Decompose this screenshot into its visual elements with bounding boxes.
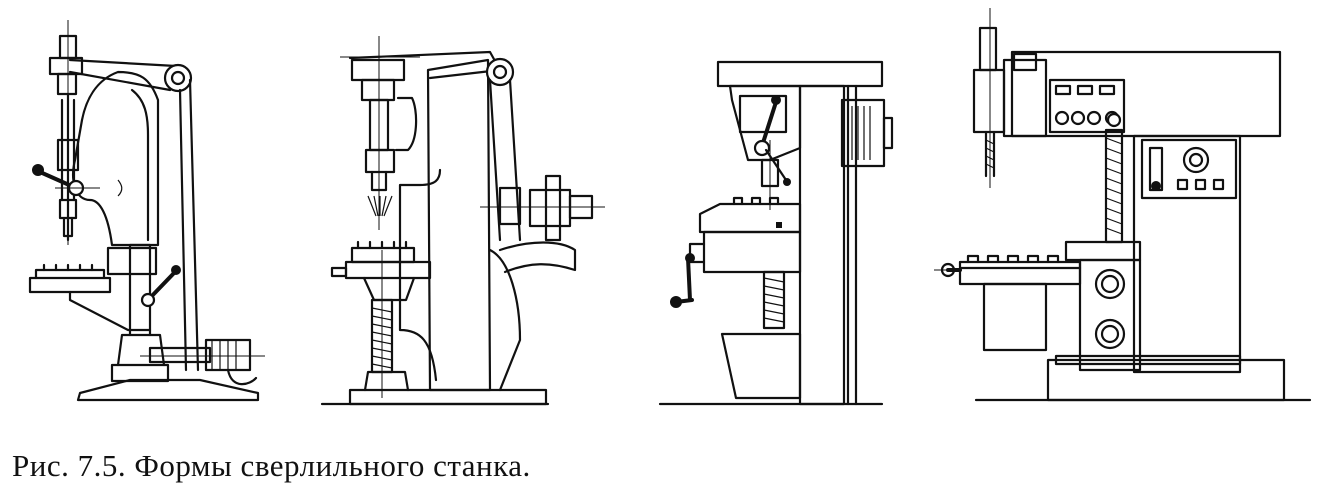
drill-machine-2 [320, 36, 605, 406]
drill-machine-3 [658, 60, 894, 406]
drilling-machines-figure [28, 8, 1312, 406]
drill-machine-4 [934, 8, 1312, 402]
figure-caption: Рис. 7.5. Формы сверлильного станка. [12, 448, 531, 483]
drill-machine-1 [28, 20, 265, 402]
